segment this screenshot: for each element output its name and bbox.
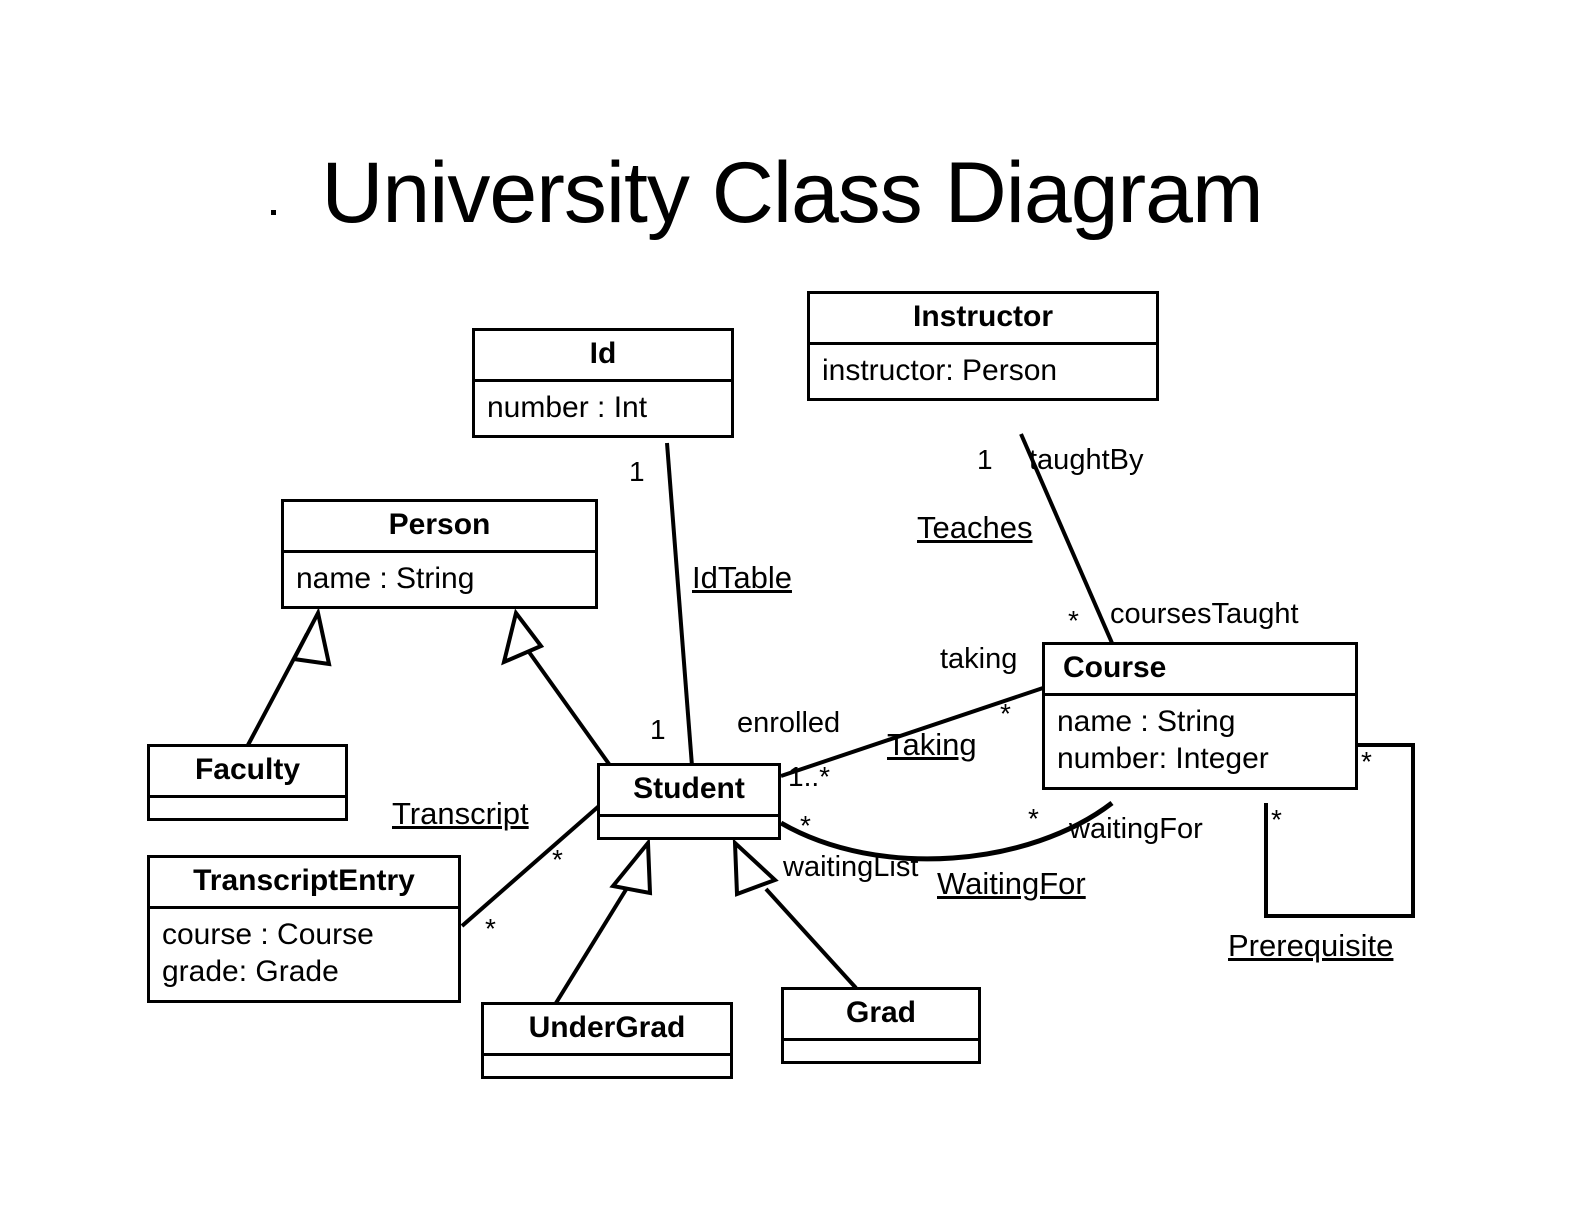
attribute: instructor: Person (822, 353, 1058, 387)
multiplicity-waitingfor-course: * (1028, 803, 1039, 834)
class-attributes-grad (784, 1037, 978, 1061)
multiplicity-taking-course: * (1000, 698, 1011, 729)
class-box-person[interactable]: Person name : String (281, 499, 598, 610)
attribute: course : Course (162, 917, 374, 951)
stray-dot-mark (271, 210, 276, 215)
attribute: name : String (1057, 704, 1236, 738)
role-waitingfor-waitinglist: waitingList (783, 851, 919, 883)
generalization-arrow-faculty-person (290, 607, 332, 667)
generalization-arrow-student-person (501, 608, 545, 666)
class-box-instructor[interactable]: Instructor instructor: Person (807, 291, 1159, 402)
generalization-line-grad-student (764, 887, 858, 990)
class-box-undergrad[interactable]: UnderGrad (481, 1002, 733, 1079)
class-box-transcriptentry[interactable]: TranscriptEntry course : Course grade: G… (147, 855, 461, 1003)
class-name-person: Person (388, 508, 491, 541)
diagram-title: University Class Diagram (321, 145, 1263, 241)
class-name-faculty: Faculty (194, 753, 301, 786)
association-name-teaches: Teaches (917, 510, 1033, 545)
class-attributes-course: name : String number: Integer (1045, 692, 1355, 787)
attribute: number: Integer (1057, 742, 1269, 776)
multiplicity-idtable-student: 1 (650, 714, 666, 745)
association-name-prerequisite: Prerequisite (1228, 928, 1394, 963)
class-attributes-undergrad (484, 1052, 730, 1076)
class-name-course: Course (1063, 651, 1167, 684)
attribute: number : Int (487, 390, 648, 424)
role-teaches-taughtby: taughtBy (1029, 444, 1144, 476)
role-waitingfor-waitingfor: waitingFor (1069, 813, 1203, 845)
class-box-student[interactable]: Student (597, 763, 781, 840)
role-teaches-coursestaught: coursesTaught (1110, 598, 1299, 630)
association-line-idtable (665, 442, 694, 767)
association-name-waitingfor: WaitingFor (937, 866, 1086, 901)
class-name-student: Student (633, 772, 745, 805)
association-name-transcript: Transcript (392, 796, 529, 831)
multiplicity-prerequisite-bottom: * (1271, 804, 1282, 835)
multiplicity-teaches-instructor: 1 (977, 444, 993, 475)
multiplicity-transcript-entry: * (485, 913, 496, 944)
generalization-line-faculty-person (246, 633, 309, 746)
multiplicity-taking-student: 1..* (788, 761, 831, 792)
class-attributes-student (600, 813, 778, 837)
class-attributes-id: number : Int (475, 378, 731, 436)
class-attributes-transcriptentry: course : Course grade: Grade (150, 905, 458, 1000)
class-name-undergrad: UnderGrad (528, 1011, 686, 1044)
multiplicity-prerequisite-right: * (1361, 746, 1372, 777)
class-name-grad: Grad (845, 996, 917, 1029)
multiplicity-transcript-student: * (552, 844, 563, 875)
class-name-transcriptentry: TranscriptEntry (193, 864, 415, 897)
generalization-arrow-grad-student (732, 838, 779, 897)
role-taking-taking: taking (940, 643, 1018, 675)
association-name-idtable: IdTable (692, 560, 792, 595)
class-name-instructor: Instructor (912, 300, 1053, 333)
class-box-course[interactable]: Course name : String number: Integer (1042, 642, 1358, 790)
association-name-taking: Taking (887, 727, 977, 762)
multiplicity-waitingfor-student: * (800, 810, 811, 841)
class-attributes-person: name : String (284, 549, 595, 607)
class-box-faculty[interactable]: Faculty (147, 744, 348, 821)
multiplicity-teaches-course: * (1068, 605, 1079, 636)
class-name-id: Id (589, 337, 617, 370)
generalization-line-student-person (527, 650, 611, 766)
class-attributes-instructor: instructor: Person (810, 341, 1156, 399)
multiplicity-idtable-id: 1 (629, 456, 645, 487)
generalization-arrow-undergrad-student (609, 837, 653, 896)
class-box-grad[interactable]: Grad (781, 987, 981, 1064)
attribute: name : String (296, 561, 475, 595)
role-taking-enrolled: enrolled (737, 707, 841, 739)
attribute: grade: Grade (162, 955, 339, 989)
class-box-id[interactable]: Id number : Int (472, 328, 734, 439)
generalization-line-undergrad-student (554, 886, 629, 1005)
class-attributes-faculty (150, 794, 345, 818)
